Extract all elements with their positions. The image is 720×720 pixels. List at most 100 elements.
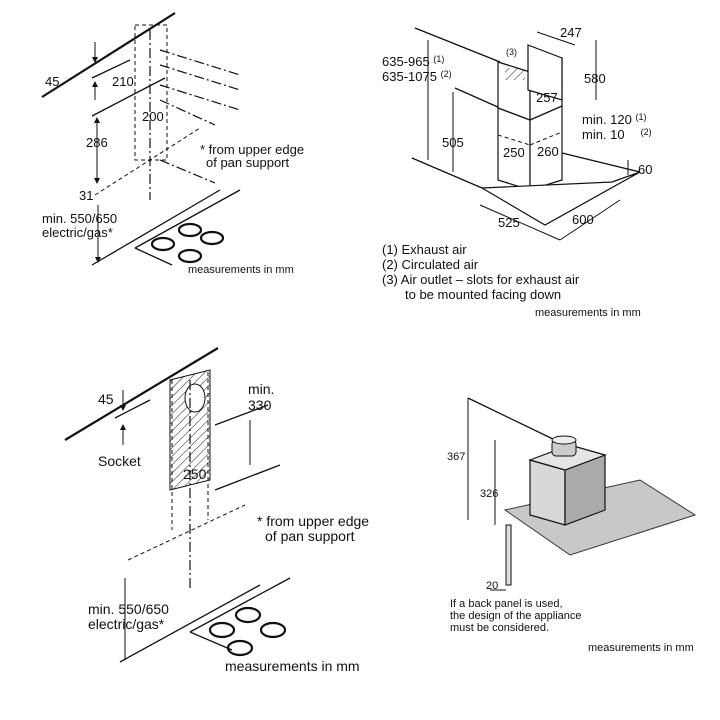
units-label: measurements in mm xyxy=(225,658,360,674)
dim-505: 505 xyxy=(442,135,464,150)
worktop-line xyxy=(91,189,221,266)
screw-axis-line xyxy=(159,84,241,111)
dim-330: 330 xyxy=(248,397,272,413)
hob-edge xyxy=(189,631,233,651)
extension-line xyxy=(91,77,166,117)
height-exhaust-value: 635-965 xyxy=(382,54,430,69)
ref: (2) xyxy=(641,127,652,137)
panel-wall-mounting: 45 210 200 286 31 min. 550/650 electric/… xyxy=(41,12,304,276)
height-exhaust: 635-965 (1) xyxy=(382,54,444,69)
legend-item: (1) Exhaust air xyxy=(382,242,467,257)
height-circulated-value: 635-1075 xyxy=(382,69,437,84)
min-circulated: min. 10 (2) xyxy=(582,127,652,142)
hood-lower-edge-line xyxy=(127,504,246,561)
dim-600: 600 xyxy=(572,212,594,227)
legend-item: (2) Circulated air xyxy=(382,257,479,272)
worktop-line xyxy=(119,584,261,663)
dim-210: 210 xyxy=(112,74,134,89)
callout-3: (3) xyxy=(506,47,517,57)
legend-item: (3) Air outlet – slots for exhaust air xyxy=(382,272,580,287)
burner-icon xyxy=(150,236,176,252)
ceiling-line xyxy=(41,12,176,98)
min-circulated-value: min. 10 xyxy=(582,127,625,142)
extension-line xyxy=(114,399,151,419)
dim-326: 326 xyxy=(480,488,498,500)
dim-45: 45 xyxy=(45,74,59,89)
duct-opening xyxy=(184,383,206,413)
screw-axis-line xyxy=(159,49,241,76)
ceiling-line xyxy=(64,347,219,441)
ref: (2) xyxy=(441,69,452,79)
dim-200: 200 xyxy=(142,109,164,124)
height-circulated: 635-1075 (2) xyxy=(382,69,452,84)
min-height-label: min. 550/650 xyxy=(42,211,117,226)
extension-line xyxy=(91,59,131,79)
burner-icon xyxy=(234,606,262,624)
extension-line xyxy=(414,27,501,63)
hob-edge xyxy=(134,189,241,249)
extension-line xyxy=(214,404,269,426)
chimney-front-left xyxy=(497,61,531,191)
socket-label: Socket xyxy=(98,453,141,469)
chimney-outline xyxy=(134,24,168,161)
chimney-upper-section xyxy=(527,44,563,101)
note-line: If a back panel is used, xyxy=(450,598,563,610)
burner-icon xyxy=(259,621,287,639)
dim-260: 260 xyxy=(537,144,559,159)
dimension-line xyxy=(536,31,576,46)
chimney-joint-line xyxy=(497,107,531,121)
footnote: of pan support xyxy=(265,528,355,544)
dim-525: 525 xyxy=(498,215,520,230)
dimension-line xyxy=(479,204,561,241)
extension-line xyxy=(467,397,556,441)
footnote: of pan support xyxy=(206,155,290,170)
extension-line xyxy=(561,152,641,173)
hood-box-left xyxy=(529,459,566,526)
min-exhaust: min. 120 (1) xyxy=(582,112,647,127)
chimney-overlap-line xyxy=(497,134,531,146)
hob-edge xyxy=(189,577,291,633)
min-height-label: electric/gas* xyxy=(88,616,165,632)
min-exhaust-value: min. 120 xyxy=(582,112,632,127)
chimney-joint-line xyxy=(529,105,563,121)
dim-60: 60 xyxy=(638,162,652,177)
burner-icon xyxy=(177,248,203,264)
legend-item: to be mounted facing down xyxy=(405,287,561,302)
dim-286: 286 xyxy=(86,135,108,150)
footnote: * from upper edge xyxy=(200,142,304,157)
dim-45: 45 xyxy=(98,391,114,407)
units-label: measurements in mm xyxy=(588,642,694,654)
units-label: measurements in mm xyxy=(188,264,294,276)
extension-line xyxy=(214,464,281,491)
dim-257: 257 xyxy=(536,90,558,105)
footnote: * from upper edge xyxy=(257,513,369,529)
air-outlet-slots xyxy=(505,68,525,80)
panel-socket: 45 min. 330 Socket 250 * from upper edge… xyxy=(64,347,369,674)
chimney-overlap-line xyxy=(529,131,563,146)
min-height-label: electric/gas* xyxy=(42,225,113,240)
dim-250: 250 xyxy=(503,145,525,160)
extension-line xyxy=(411,157,483,189)
dim-580: 580 xyxy=(584,71,606,86)
hob-edge xyxy=(134,247,173,266)
note-line: the design of the appliance xyxy=(450,610,582,622)
min-height-label: min. 550/650 xyxy=(88,601,169,617)
duct-connector-rim xyxy=(551,435,577,445)
extension-line xyxy=(454,87,501,109)
units-label: measurements in mm xyxy=(535,307,641,319)
burner-icon xyxy=(199,230,225,246)
dim-367: 367 xyxy=(447,451,465,463)
back-panel xyxy=(505,524,512,586)
burner-icon xyxy=(226,639,254,657)
dim-31: 31 xyxy=(79,188,93,203)
dimension-line xyxy=(559,199,621,241)
screw-axis-line xyxy=(159,159,216,184)
ref: (1) xyxy=(433,54,444,64)
dim-20: 20 xyxy=(486,580,498,592)
dim-250: 250 xyxy=(183,466,207,482)
burner-icon xyxy=(177,222,203,238)
screw-axis-line xyxy=(159,64,241,91)
note-line: must be considered. xyxy=(450,622,549,634)
